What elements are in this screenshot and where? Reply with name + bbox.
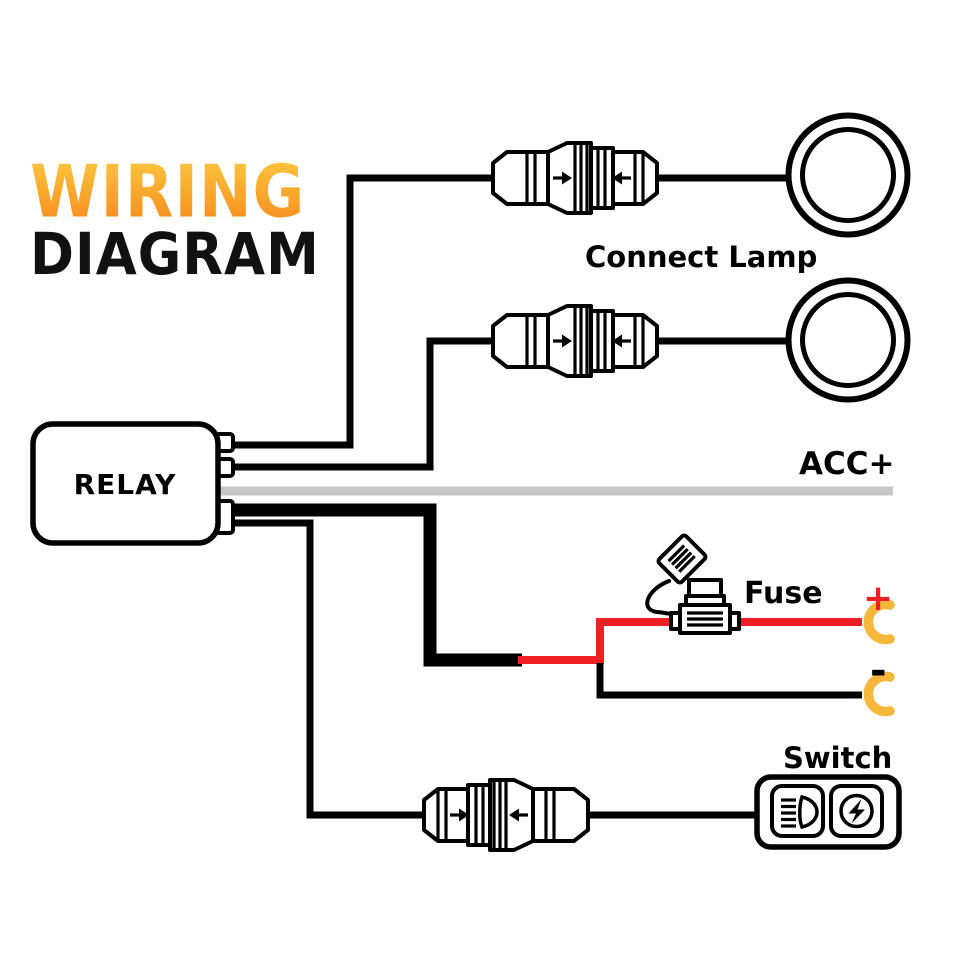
fuse-holder-icon: [669, 578, 741, 635]
relay-label: RELAY: [73, 468, 177, 501]
lamp-2-icon: [785, 277, 911, 403]
relay-box: [30, 421, 235, 546]
acc-label: ACC+: [799, 446, 895, 482]
positive-fork-terminal-icon: [863, 599, 895, 645]
inline-connector-2: [491, 304, 659, 378]
switch-panel: [754, 774, 902, 850]
wire-power-black: [233, 503, 522, 667]
page-title-wiring: WIRING: [30, 150, 306, 234]
headlight-icon: [781, 794, 819, 830]
fuse-cap-icon: [645, 533, 708, 616]
fuse-cap-lanyard: [645, 579, 681, 616]
lamp-1-icon: [785, 112, 911, 238]
positive-terminal-label: +: [863, 578, 894, 619]
negative-terminal-label: -: [870, 648, 887, 694]
fuse-label: Fuse: [744, 576, 823, 611]
switch-label: Switch: [783, 741, 893, 775]
power-bolt-icon: [839, 793, 874, 829]
wire-lamp1: [233, 174, 788, 449]
power-button: [829, 784, 884, 838]
connect-lamp-label: Connect Lamp: [585, 240, 818, 274]
wire-ground-black: [596, 663, 862, 699]
headlight-button: [770, 784, 825, 838]
inline-connector-3: [422, 778, 590, 852]
page-title-diagram: DIAGRAM: [30, 221, 320, 289]
inline-connector-1: [491, 141, 659, 215]
negative-fork-terminal-icon: [863, 671, 895, 717]
